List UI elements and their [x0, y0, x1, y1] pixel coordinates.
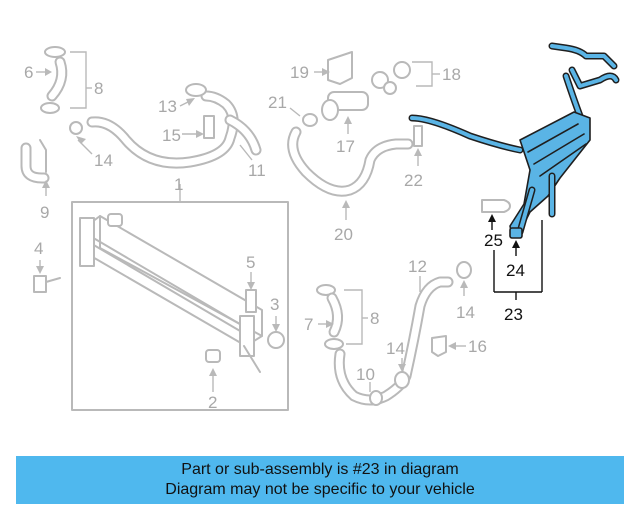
callout-16: 16	[468, 337, 487, 356]
callout-14-right: 14	[456, 303, 475, 322]
callout-7: 7	[304, 315, 313, 334]
callout-21: 21	[268, 93, 287, 112]
callout-3: 3	[270, 295, 279, 314]
oil-cooler-pipe-assembly-23	[408, 42, 620, 239]
callout-23-group	[493, 220, 543, 300]
callout-12: 12	[408, 257, 427, 276]
callout-6: 6	[24, 63, 33, 82]
callout-20: 20	[334, 225, 353, 244]
callout-22: 22	[404, 171, 423, 190]
hose-11	[86, 83, 262, 169]
clamp-14-right	[456, 261, 472, 296]
banner-line-2: Diagram may not be specific to your vehi…	[165, 481, 475, 498]
callout-13: 13	[158, 97, 177, 116]
callout-1: 1	[174, 175, 183, 194]
callout-17: 17	[336, 137, 355, 156]
callout-11: 11	[248, 161, 266, 180]
callout-8-bottom: 8	[370, 309, 379, 328]
callout-25: 25	[484, 231, 503, 250]
parts-diagram: 6 8 9 14 11 13 15	[20, 42, 620, 412]
hose-stub-25	[481, 199, 511, 230]
callout-24: 24	[506, 261, 525, 280]
callout-9: 9	[40, 203, 49, 222]
callout-2: 2	[208, 393, 217, 412]
hose-7-assembly	[316, 284, 368, 350]
banner-line-1: Part or sub-assembly is #23 in diagram	[181, 461, 459, 478]
hose-6-assembly	[36, 46, 92, 114]
sensor-16	[431, 335, 466, 357]
pipe-9	[20, 139, 50, 196]
clip-22	[413, 125, 423, 166]
hose-20	[287, 126, 414, 220]
callout-14-top: 14	[94, 151, 113, 170]
thermostat-assembly	[289, 51, 369, 134]
bolt-4	[33, 260, 61, 293]
hose-10-12	[333, 276, 454, 406]
callout-14-bottom: 14	[386, 339, 405, 358]
callout-15: 15	[162, 126, 181, 145]
bracket-15	[203, 115, 215, 139]
callout-18: 18	[442, 65, 461, 84]
callout-10: 10	[356, 365, 375, 384]
radiator-1-box	[71, 184, 289, 411]
clamp-14-top	[69, 121, 93, 155]
callout-19: 19	[290, 63, 309, 82]
info-banner: Part or sub-assembly is #23 in diagram D…	[16, 456, 624, 504]
callout-4: 4	[34, 239, 43, 258]
callout-8-top: 8	[94, 79, 103, 98]
clamps-18	[371, 61, 440, 95]
callout-23: 23	[504, 305, 523, 324]
callout-5: 5	[246, 253, 255, 272]
